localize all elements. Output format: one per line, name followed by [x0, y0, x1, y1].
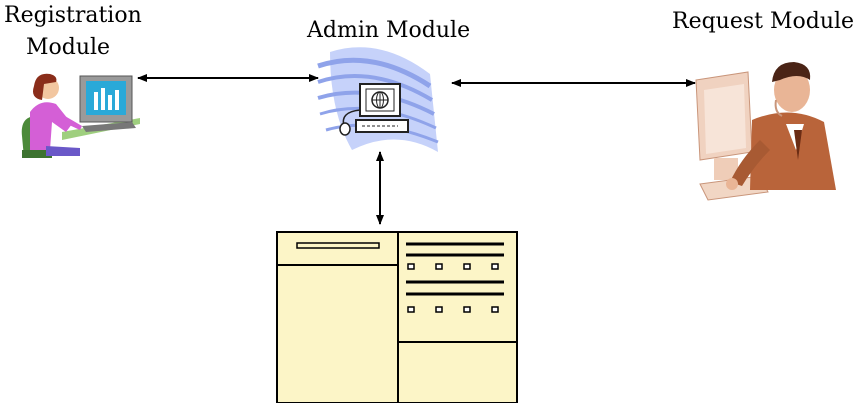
networked-computer-icon [317, 47, 439, 152]
request-module-label: Request Module [672, 9, 855, 34]
man-at-computer-icon [695, 62, 836, 201]
registration-module-label-line2: Module [26, 35, 111, 60]
form-database-icon [276, 231, 518, 403]
registration-module-label-line1: Registration [4, 3, 142, 28]
admin-module-label: Admin Module [307, 18, 471, 43]
woman-at-computer-icon [21, 73, 140, 158]
